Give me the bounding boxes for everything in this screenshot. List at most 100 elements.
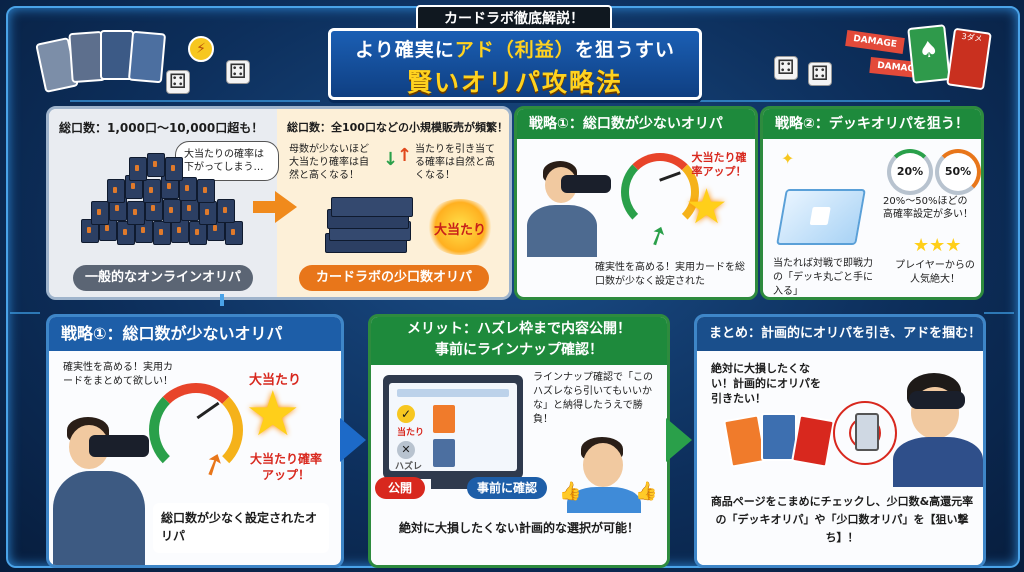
stars-icon: ★★★ [913,235,962,256]
person-head [583,443,623,487]
compare-right-title: 総口数：全100口などの小規模販売が頻繁！ [287,121,508,134]
card-icon [91,201,109,225]
up-arrow-orange-icon: ↑ [397,145,413,166]
panel-strategy1-top: 戦略①：総口数が少ないオリパ 大当たり確率アップ！ ★ ➚ 確実性を高める！実用… [514,106,758,300]
dice-icon [226,59,250,84]
screen-bar [397,389,509,397]
star-icon: ★ [245,377,301,450]
fire-card: 3ダメ [946,27,992,91]
compare-right-note1: 母数が少ないほど大当たり確率は自然と高くなる！ [289,144,369,181]
merit-title-line1: メリット：ハズレ枠まで内容公開！ [407,321,631,337]
gauge-icon [149,383,243,477]
thumbs-up-icon: 👍 [559,481,582,502]
header-line1-post: を狙うすい [574,39,675,61]
card-icon [163,199,181,223]
circuit-line [70,100,320,102]
merit-title-line2: 事前にラインナップ確認！ [435,342,603,358]
merit-bubble: ラインナップ確認で「このハズレなら引いてもいいかな」と納得したうえで勝負！ [533,372,653,425]
green-arrow-icon [666,418,692,462]
tag-public: 公開 [375,477,425,499]
sparkle-icon: ✦ [781,149,795,168]
orange-arrow-icon [275,191,297,223]
summary-caption: 商品ページをこまめにチェックし、少口数&高還元率の「デッキオリパ」や「少口数オリ… [710,495,974,544]
monitor-icon: ✓ 当たり ✕ ハズレ [383,375,523,479]
circuit-line [984,312,1014,314]
card-icon [171,219,189,243]
card-icon [107,179,125,203]
strategy1-top-note: 確実性を高める！実用カードを総口数が少なく設定された [595,262,745,287]
strategy2-note1: 20%〜50%ほどの高確率設定が多い！ [883,196,973,220]
connector [220,294,224,306]
tag-check: 事前に確認 [467,477,547,499]
screen-card [433,405,455,433]
header-line1: より確実にアド（利益）を狙うすい [331,35,699,62]
compare-left-title: 総口数：1,000口〜10,000口超も！ [59,121,264,135]
down-arrow-green-icon: ↓ [383,149,399,170]
card-icon [117,221,135,245]
binoculars-icon [89,435,149,457]
card-icon [129,157,147,181]
circuit-line [10,312,40,314]
person-body [527,205,597,257]
person-body [893,437,983,493]
dice-icon [774,55,798,80]
card-icon [147,153,165,177]
compare-right-note2: 当たりを引き当てる確率は自然と高くなる！ [415,144,495,181]
spade-card: ♠ [907,24,951,84]
caption-box [697,487,983,565]
compare-right-burst: 大当たり [433,223,486,238]
person-body [53,471,145,565]
stack-layer [331,197,413,217]
summary-bubble: 絶対に大損したくない！計画的にオリパを引きたい！ [711,362,821,405]
panel-merit: メリット：ハズレ枠まで内容公開！ 事前にラインナップ確認！ ✓ 当たり ✕ ハズ… [368,314,670,568]
monitor-screen: ✓ 当たり ✕ ハズレ [389,383,517,472]
strategy1-bottom-burst-bottom: 大当たり確率アップ！ [249,452,322,482]
card-icon [165,157,183,181]
header-line2: 賢いオリパ攻略法 [406,68,623,97]
panel-strategy1-bottom: 戦略①：総口数が少ないオリパ 確実性を高める！実用カードをまとめて欲しい！ 大当… [46,314,344,568]
deck-box-icon [776,189,866,245]
strategy2-note3: プレイヤーからの人気絶大！ [895,260,975,285]
strategy2-title: 戦略②：デッキオリパを狙う！ [763,109,981,139]
arrow-shaft [253,201,277,213]
deck-emblem [809,207,831,225]
binoculars-icon [561,175,611,193]
dice-icon [808,61,832,86]
blue-arrow-icon [340,418,366,462]
small-card-stack [325,193,413,253]
strategy1-bottom-caption: 総口数が少なく設定されたオリパ [161,511,318,543]
card-icon [761,413,797,461]
card-icon [199,201,217,225]
compare-right-pill: カードラボの少口数オリパ [299,265,489,291]
strategy1-top-title: 戦略①：総口数が少ないオリパ [517,109,755,139]
screen-item2: ハズレ [395,462,423,472]
pct-ring-20: 20% [887,149,933,195]
header-banner: より確実にアド（利益）を狙うすい 賢いオリパ攻略法 [328,28,702,100]
screen-card [433,439,455,467]
panel-comparison: 総口数：1,000口〜10,000口超も！ 大当たりの確率は下がってしまう… 一… [46,106,512,300]
card-icon [197,179,215,203]
card-icon [217,199,235,223]
card-icon [189,221,207,245]
circuit-line [700,100,950,102]
dice-icon [166,69,190,94]
header-line1-pre: より確実に [355,39,455,61]
pct-ring-50: 50% [935,149,981,195]
check-icon: ✓ [397,405,415,423]
strategy1-bottom-title: 戦略①：総口数が少ないオリパ [49,317,341,351]
lightning-coin-icon: ⚡ [188,36,214,62]
merit-title: メリット：ハズレ枠まで内容公開！ 事前にラインナップ確認！ [371,317,667,365]
thumbs-up-icon: 👍 [635,481,658,502]
phone-icon [855,413,879,451]
x-icon: ✕ [397,441,415,459]
monitor-stand [431,479,475,489]
strategy2-note2: 当たれば対戦で即戦力の「デッキ丸ごと手に入る」 [773,258,873,297]
card-tag: 3ダメ [961,31,983,44]
card-icon [153,221,171,245]
summary-title: まとめ：計画的にオリパを引き、アドを掴む！ [697,317,983,351]
screen-item1: 当たり [397,428,425,438]
compare-left-bubble: 大当たりの確率は下がってしまう… [175,141,279,181]
caption-box [153,503,329,553]
header-line1-highlight: アド（利益） [454,39,575,61]
gauge-icon [621,153,699,231]
